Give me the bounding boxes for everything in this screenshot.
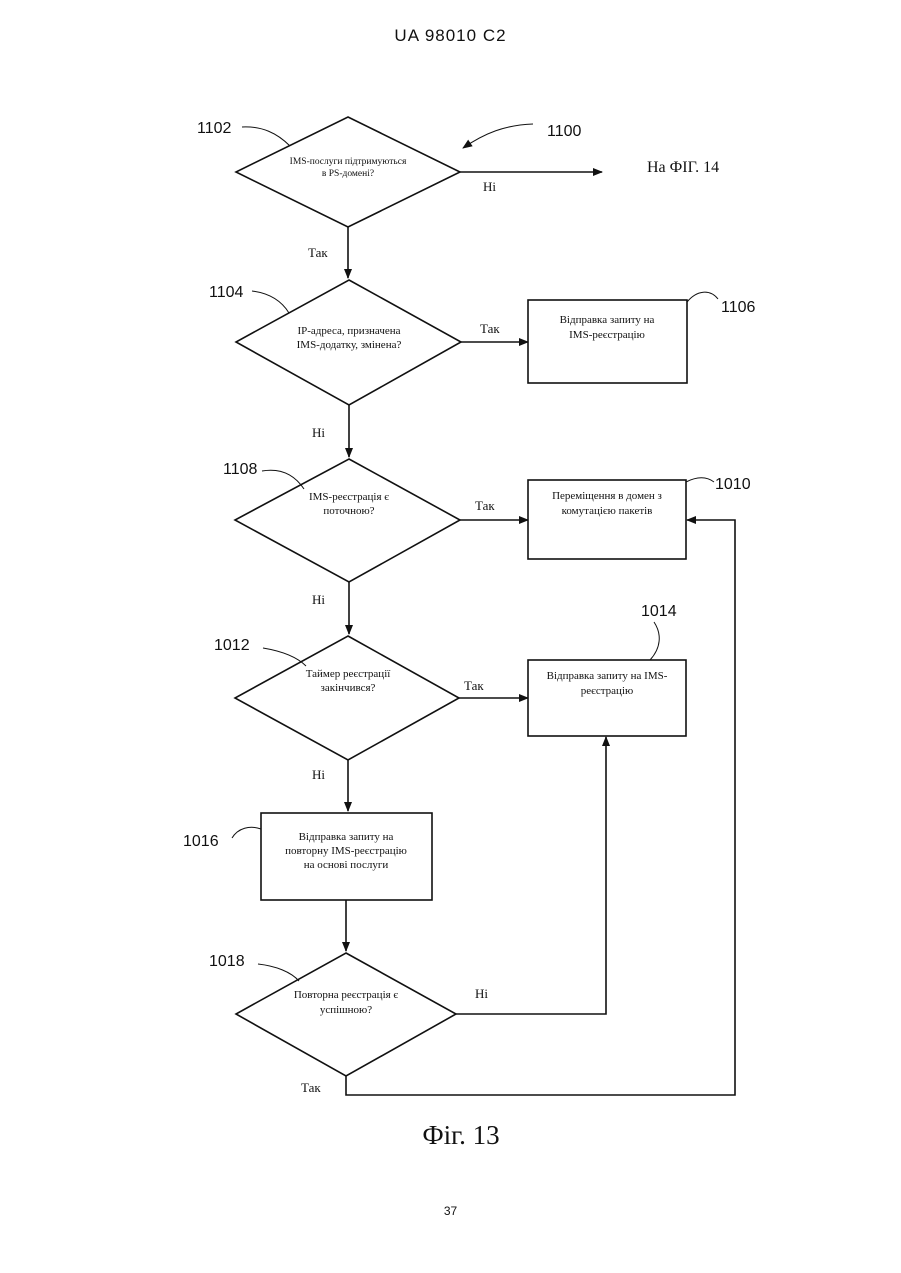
process-1106-text-2: IMS-реєстрацію (569, 329, 645, 341)
decision-1012-text-2: закінчився? (321, 682, 376, 694)
ref-1014: 1014 (641, 603, 677, 620)
decision-1108-text-1: IMS-реєстрація є (309, 491, 389, 503)
edge-1104-yes-label: Так (480, 321, 500, 336)
process-1014: Відправка запиту на IMS- реєстрацію 1014 (528, 603, 686, 736)
figure-caption: Фіг. 13 (422, 1120, 499, 1150)
offpage-connector: На ФІГ. 14 (647, 159, 719, 176)
decision-1012: Таймер реєстрації закінчився? 1012 (214, 636, 459, 760)
edge-1012-no-label: Ні (312, 767, 325, 782)
decision-1108-text-2: поточною? (323, 505, 374, 517)
ref-1106: 1106 (721, 299, 756, 316)
decision-1012-text-1: Таймер реєстрації (306, 668, 392, 680)
edge-1102-yes-label: Так (308, 245, 328, 260)
process-1014-text-2: реєстрацію (581, 685, 633, 697)
ref-1108: 1108 (223, 461, 258, 478)
edge-1018-no (456, 737, 606, 1014)
ref-1100: 1100 (463, 123, 582, 148)
process-1010-text-1: Переміщення в домен з (552, 490, 662, 502)
process-1010: Переміщення в домен з комутацією пакетів… (528, 476, 751, 559)
edge-1018-no-label: Ні (475, 986, 488, 1001)
process-1016-text-1: Відправка запиту на (299, 831, 394, 843)
edge-1104-no-label: Ні (312, 425, 325, 440)
process-1014-text-1: Відправка запиту на IMS- (547, 670, 668, 682)
ref-1010: 1010 (715, 476, 751, 493)
svg-text:1100: 1100 (547, 123, 582, 140)
decision-1018-text-1: Повторна реєстрація є (294, 989, 399, 1001)
decision-1108: IMS-реєстрація є поточною? 1108 (223, 459, 460, 582)
decision-1104: IP-адреса, призначена IMS-додатку, зміне… (209, 280, 461, 405)
process-1106: Відправка запиту на IMS-реєстрацію 1106 (528, 292, 756, 383)
edge-1018-yes-label: Так (301, 1080, 321, 1095)
decision-1018-text-2: успішною? (320, 1004, 372, 1016)
process-1016-text-3: на основі послуги (304, 859, 389, 871)
ref-1102: 1102 (197, 120, 232, 137)
edge-1108-yes-label: Так (475, 498, 495, 513)
edge-1012-yes-label: Так (464, 678, 484, 693)
decision-1102-text-1: IMS-послуги підтримуються (290, 157, 407, 167)
decision-1104-text-1: IP-адреса, призначена (297, 325, 400, 337)
ref-1018: 1018 (209, 953, 245, 970)
process-1016-text-2: повторну IMS-реєстрацію (285, 845, 407, 857)
process-1106-text-1: Відправка запиту на (560, 314, 655, 326)
process-1016: Відправка запиту на повторну IMS-реєстра… (183, 813, 432, 900)
ref-1012: 1012 (214, 637, 250, 654)
edge-1108-no-label: Ні (312, 592, 325, 607)
page-number: 37 (0, 1204, 901, 1218)
edge-1102-no-label: Ні (483, 179, 496, 194)
ref-1016: 1016 (183, 833, 219, 850)
decision-1018: Повторна реєстрація є успішною? 1018 (209, 953, 456, 1076)
ref-1104: 1104 (209, 284, 244, 301)
decision-1102-text-2: в PS-домені? (322, 169, 374, 179)
decision-1102: IMS-послуги підтримуються в PS-домені? 1… (197, 117, 460, 227)
decision-1104-text-2: IMS-додатку, змінена? (297, 339, 402, 351)
process-1010-text-2: комутацією пакетів (562, 505, 653, 517)
